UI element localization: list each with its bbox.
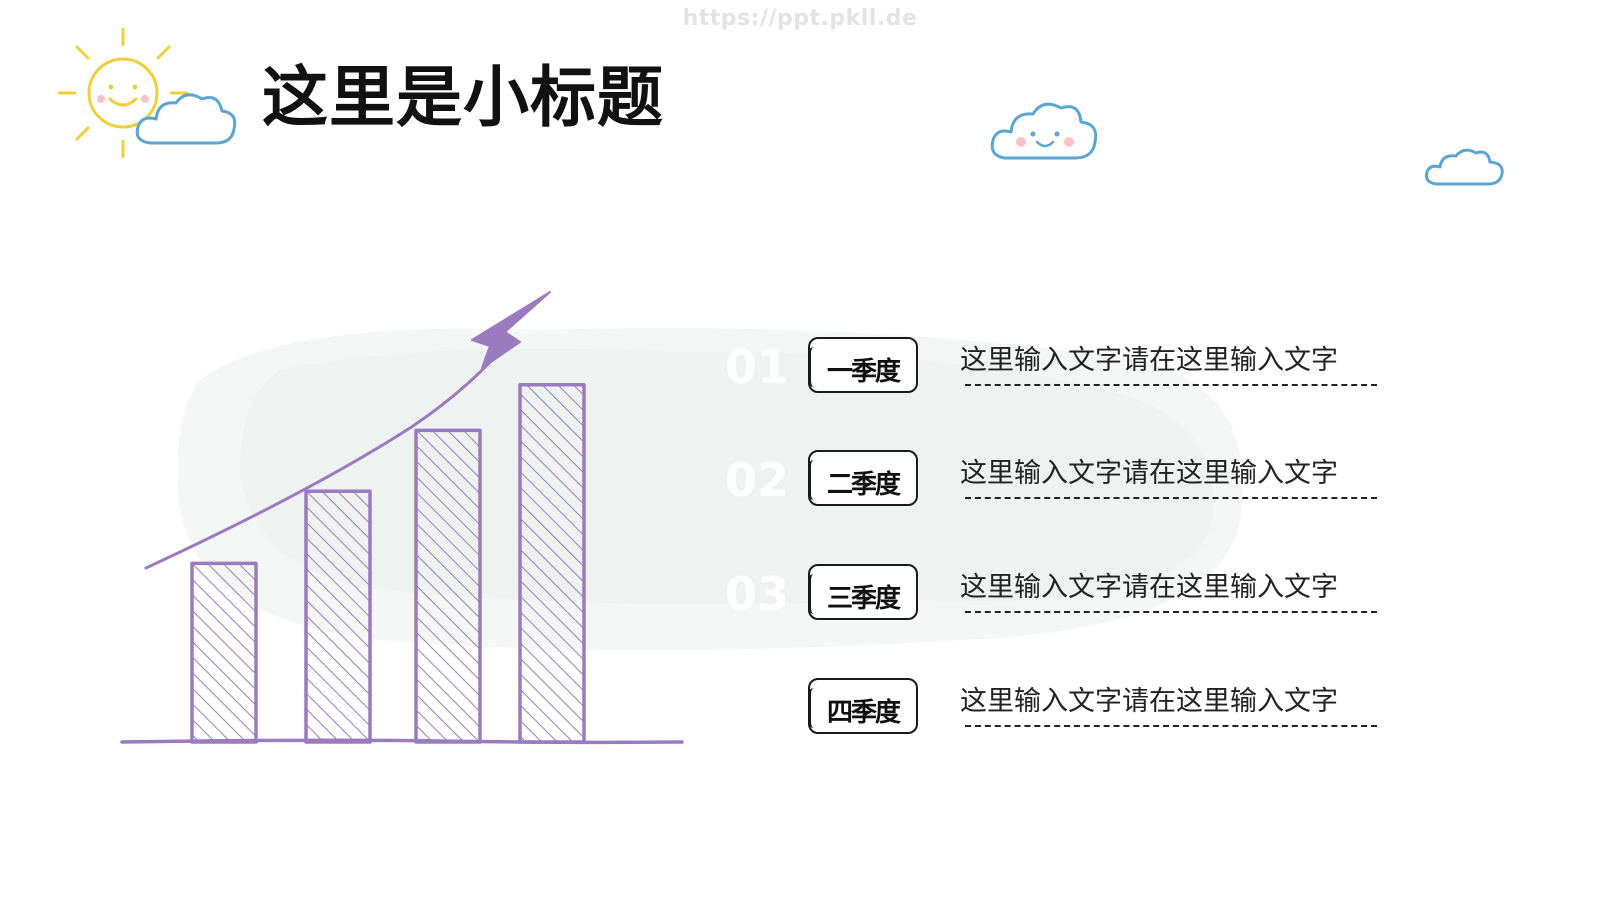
quarter-badge: 二季度 [808,450,918,506]
quarter-description: 这里输入文字请在这里输入文字 [960,345,1338,376]
cloud-icon [1424,148,1504,186]
cloud-icon [135,93,237,145]
dashed-underline [965,497,1377,499]
quarter-description: 这里输入文字请在这里输入文字 [960,572,1338,603]
quarter-description: 这里输入文字请在这里输入文字 [960,686,1338,717]
quarter-badge: 一季度 [808,337,918,393]
sun-icon [57,27,189,159]
quarter-badge: 三季度 [808,564,918,620]
smiling-cloud-icon [990,102,1098,160]
quarter-label: 一季度 [826,357,901,387]
quarter-badge: 四季度 [808,678,918,734]
quarter-row-3: 03 三季度 这里输入文字请在这里输入文字 [725,559,1385,629]
chart-baseline [120,738,684,745]
growth-bar-chart [120,291,684,745]
quarter-row-4: 04 四季度 这里输入文字请在这里输入文字 [725,673,1385,743]
quarter-description: 这里输入文字请在这里输入文字 [960,458,1338,489]
dashed-underline [965,725,1377,727]
bar-3 [414,428,482,744]
quarter-number: 04 [725,681,790,735]
badge-tick-mark [808,574,827,614]
quarter-label: 四季度 [826,698,901,728]
quarter-label: 三季度 [826,584,901,614]
quarter-label: 二季度 [826,470,901,500]
quarter-number: 01 [725,340,790,394]
quarter-row-2: 02 二季度 这里输入文字请在这里输入文字 [725,445,1385,515]
quarter-number: 03 [725,567,790,621]
trend-arrow-line [144,338,512,570]
bar-2 [304,489,372,744]
dashed-underline [965,384,1377,386]
quarter-row-1: 01 一季度 这里输入文字请在这里输入文字 [725,332,1385,402]
bar-4 [518,383,586,744]
trend-arrow-head [471,291,551,369]
quarter-number: 02 [725,453,790,507]
dashed-underline [965,611,1377,613]
badge-tick-mark [808,347,827,387]
watermark-url: https://ppt.pkll.de [682,6,918,31]
badge-tick-mark [808,688,827,728]
bar-1 [190,561,258,744]
page-title: 这里是小标题 [262,59,664,136]
badge-tick-mark [808,460,827,500]
